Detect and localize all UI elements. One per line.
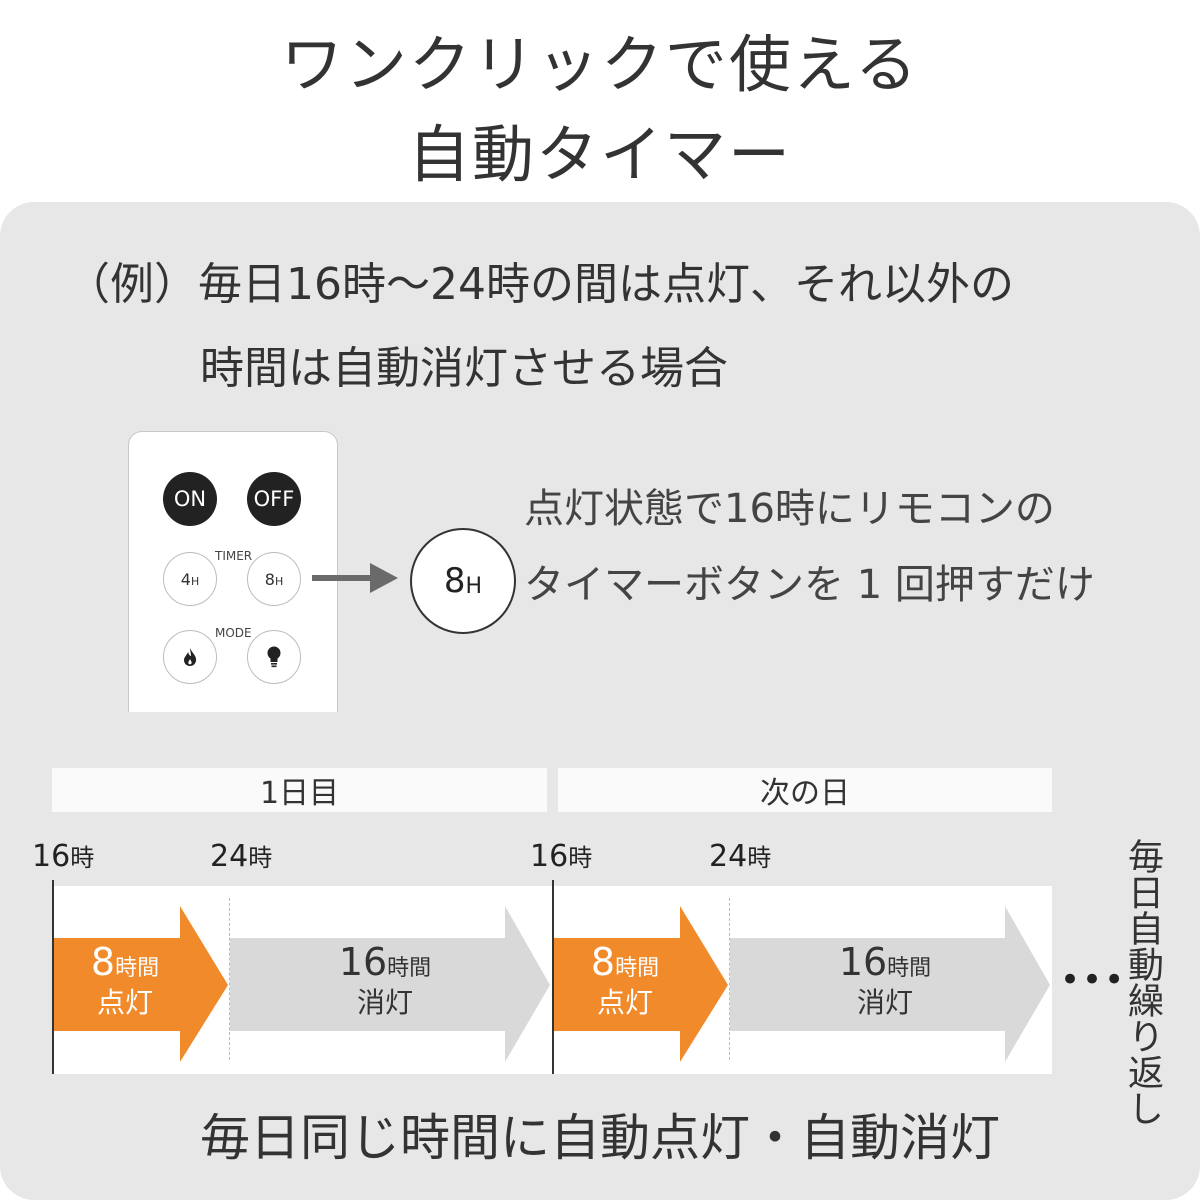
off-unit: 時間	[387, 956, 432, 981]
off-arrow-day2	[730, 906, 1050, 1062]
ellipsis: •••	[1060, 960, 1127, 1000]
bulb-icon	[267, 646, 281, 668]
on-segment-label-day1: 8時間 点灯	[70, 943, 180, 1020]
tick-24-day1	[229, 898, 230, 1060]
hour-unit: 時	[248, 844, 273, 872]
instruction-line2: タイマーボタンを 1 回押すだけ	[524, 562, 1095, 608]
repeat-label: 毎日自動繰り返し	[1122, 838, 1163, 1126]
example-line1: （例）毎日16時〜24時の間は点灯、それ以外の	[66, 259, 1014, 310]
on-button[interactable]: ON	[163, 472, 217, 526]
off-segment-label-day2: 16時間 消灯	[820, 943, 950, 1020]
flame-icon	[184, 648, 197, 666]
hour-unit: 時	[568, 844, 593, 872]
off-hours: 16	[838, 940, 888, 984]
timer-label: TIMER	[215, 549, 253, 563]
instruction-line1: 点灯状態で16時にリモコンの	[524, 486, 1055, 532]
on-label: 点灯	[96, 986, 153, 1019]
on-arrow-day2	[554, 906, 728, 1062]
hour-16-day2: 16時	[530, 838, 592, 874]
title-line1: ワンクリックで使える	[280, 28, 920, 101]
hour-unit: 時	[70, 844, 95, 872]
on-arrow-day1	[54, 906, 228, 1062]
on-hours: 8	[90, 940, 116, 984]
off-unit: 時間	[887, 956, 932, 981]
flame-mode-button[interactable]	[163, 630, 217, 684]
tick-24-day2	[729, 898, 730, 1060]
example-line2: 時間は自動消灯させる場合	[200, 343, 728, 394]
timer-8h-value: 8	[264, 569, 275, 589]
on-segment-label-day2: 8時間 点灯	[570, 943, 680, 1020]
on-hours: 8	[590, 940, 616, 984]
off-label: 消灯	[856, 986, 913, 1019]
hour-16-day1: 16時	[32, 838, 94, 874]
title-line2: 自動タイマー	[407, 118, 792, 191]
hour-num: 24	[210, 839, 249, 874]
tick-16-day1	[52, 880, 54, 1074]
light-mode-button[interactable]	[247, 630, 301, 684]
on-button-label: ON	[173, 487, 207, 511]
timer-8h-unit: H	[274, 574, 284, 588]
hour-24-day2: 24時	[709, 838, 771, 874]
on-unit: 時間	[615, 956, 660, 981]
highlighted-value: 8	[443, 561, 466, 601]
hour-num: 16	[32, 839, 71, 874]
hour-num: 16	[530, 839, 569, 874]
mode-label: MODE	[215, 626, 252, 640]
hour-num: 24	[709, 839, 748, 874]
timer-4h-value: 4	[180, 569, 191, 589]
off-arrow-day1	[230, 906, 550, 1062]
on-unit: 時間	[115, 956, 160, 981]
tick-16-day2	[552, 880, 554, 1074]
hour-24-day1: 24時	[210, 838, 272, 874]
day2-label: 次の日	[558, 768, 1052, 812]
off-hours: 16	[338, 940, 388, 984]
bottom-caption: 毎日同じ時間に自動点灯・自動消灯	[200, 1109, 1000, 1167]
highlighted-unit: H	[465, 573, 483, 599]
hour-unit: 時	[747, 844, 772, 872]
off-label: 消灯	[356, 986, 413, 1019]
timer-4h-unit: H	[190, 574, 200, 588]
arrow-shaft	[312, 575, 372, 581]
day1-label: 1日目	[52, 768, 547, 812]
on-label: 点灯	[596, 986, 653, 1019]
arrow-head	[370, 563, 398, 593]
off-button[interactable]: OFF	[247, 472, 301, 526]
off-button-label: OFF	[253, 487, 295, 511]
off-segment-label-day1: 16時間 消灯	[320, 943, 450, 1020]
